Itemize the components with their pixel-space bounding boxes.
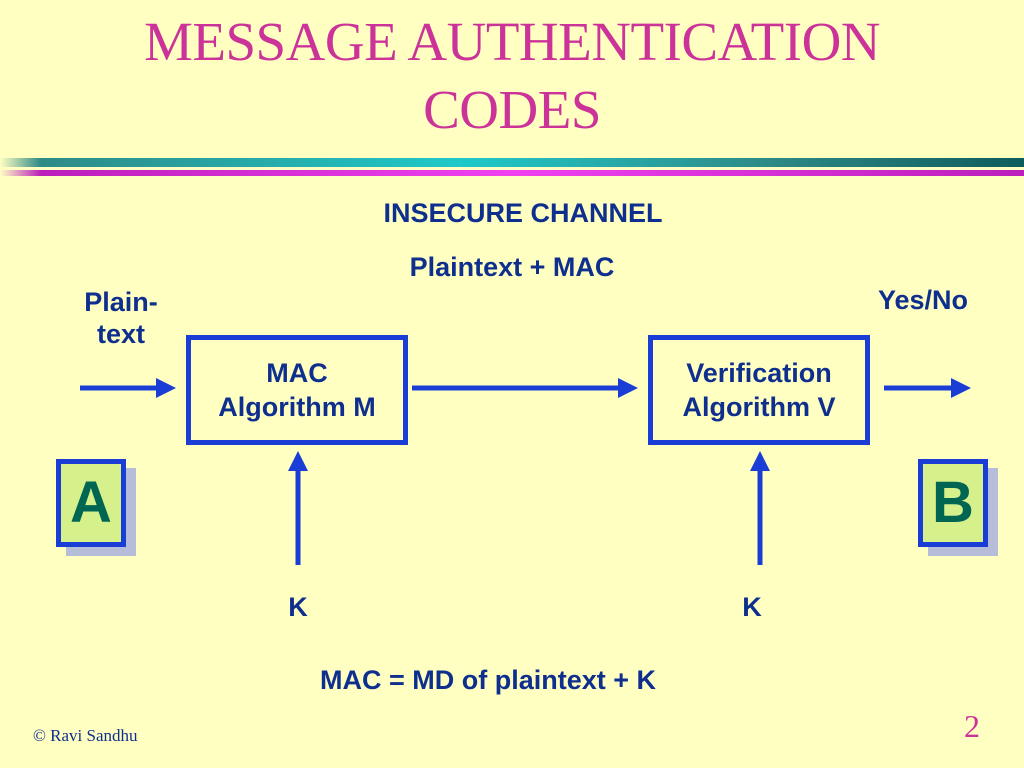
verification-algorithm-box-line-1: Verification [686, 358, 832, 388]
channel-payload-label: Plaintext + MAC [409, 252, 615, 282]
slide-title: MESSAGE AUTHENTICATION CODES [0, 8, 1024, 144]
party-b-badge: B [918, 459, 988, 547]
title-divider-magenta [0, 170, 1024, 176]
receiver-key-label: K [742, 592, 762, 622]
party-b-letter: B [932, 470, 974, 535]
plaintext-input-label: Plain- text [62, 286, 180, 350]
page-number: 2 [964, 708, 980, 744]
mac-algorithm-box: MAC Algorithm M [186, 335, 408, 445]
verification-algorithm-box: Verification Algorithm V [648, 335, 870, 445]
plaintext-input-label-line-2: text [96, 319, 145, 349]
mac-algorithm-box-line-1: MAC [266, 358, 328, 388]
verification-algorithm-box-line-2: Algorithm V [682, 392, 836, 422]
plaintext-input-label-line-1: Plain- [84, 287, 158, 317]
party-a-letter: A [70, 470, 112, 535]
party-a-badge: A [56, 459, 126, 547]
mac-formula: MAC = MD of plaintext + K [319, 665, 657, 695]
mac-algorithm-box-line-2: Algorithm M [218, 392, 376, 422]
slide-title-line-2: CODES [423, 79, 601, 140]
yes-no-output-label: Yes/No [878, 285, 969, 315]
slide-title-line-1: MESSAGE AUTHENTICATION [143, 11, 881, 72]
sender-key-label: K [288, 592, 308, 622]
copyright-footer: © Ravi Sandhu [33, 726, 138, 745]
insecure-channel-label: INSECURE CHANNEL [383, 198, 663, 228]
title-divider-teal [0, 158, 1024, 167]
